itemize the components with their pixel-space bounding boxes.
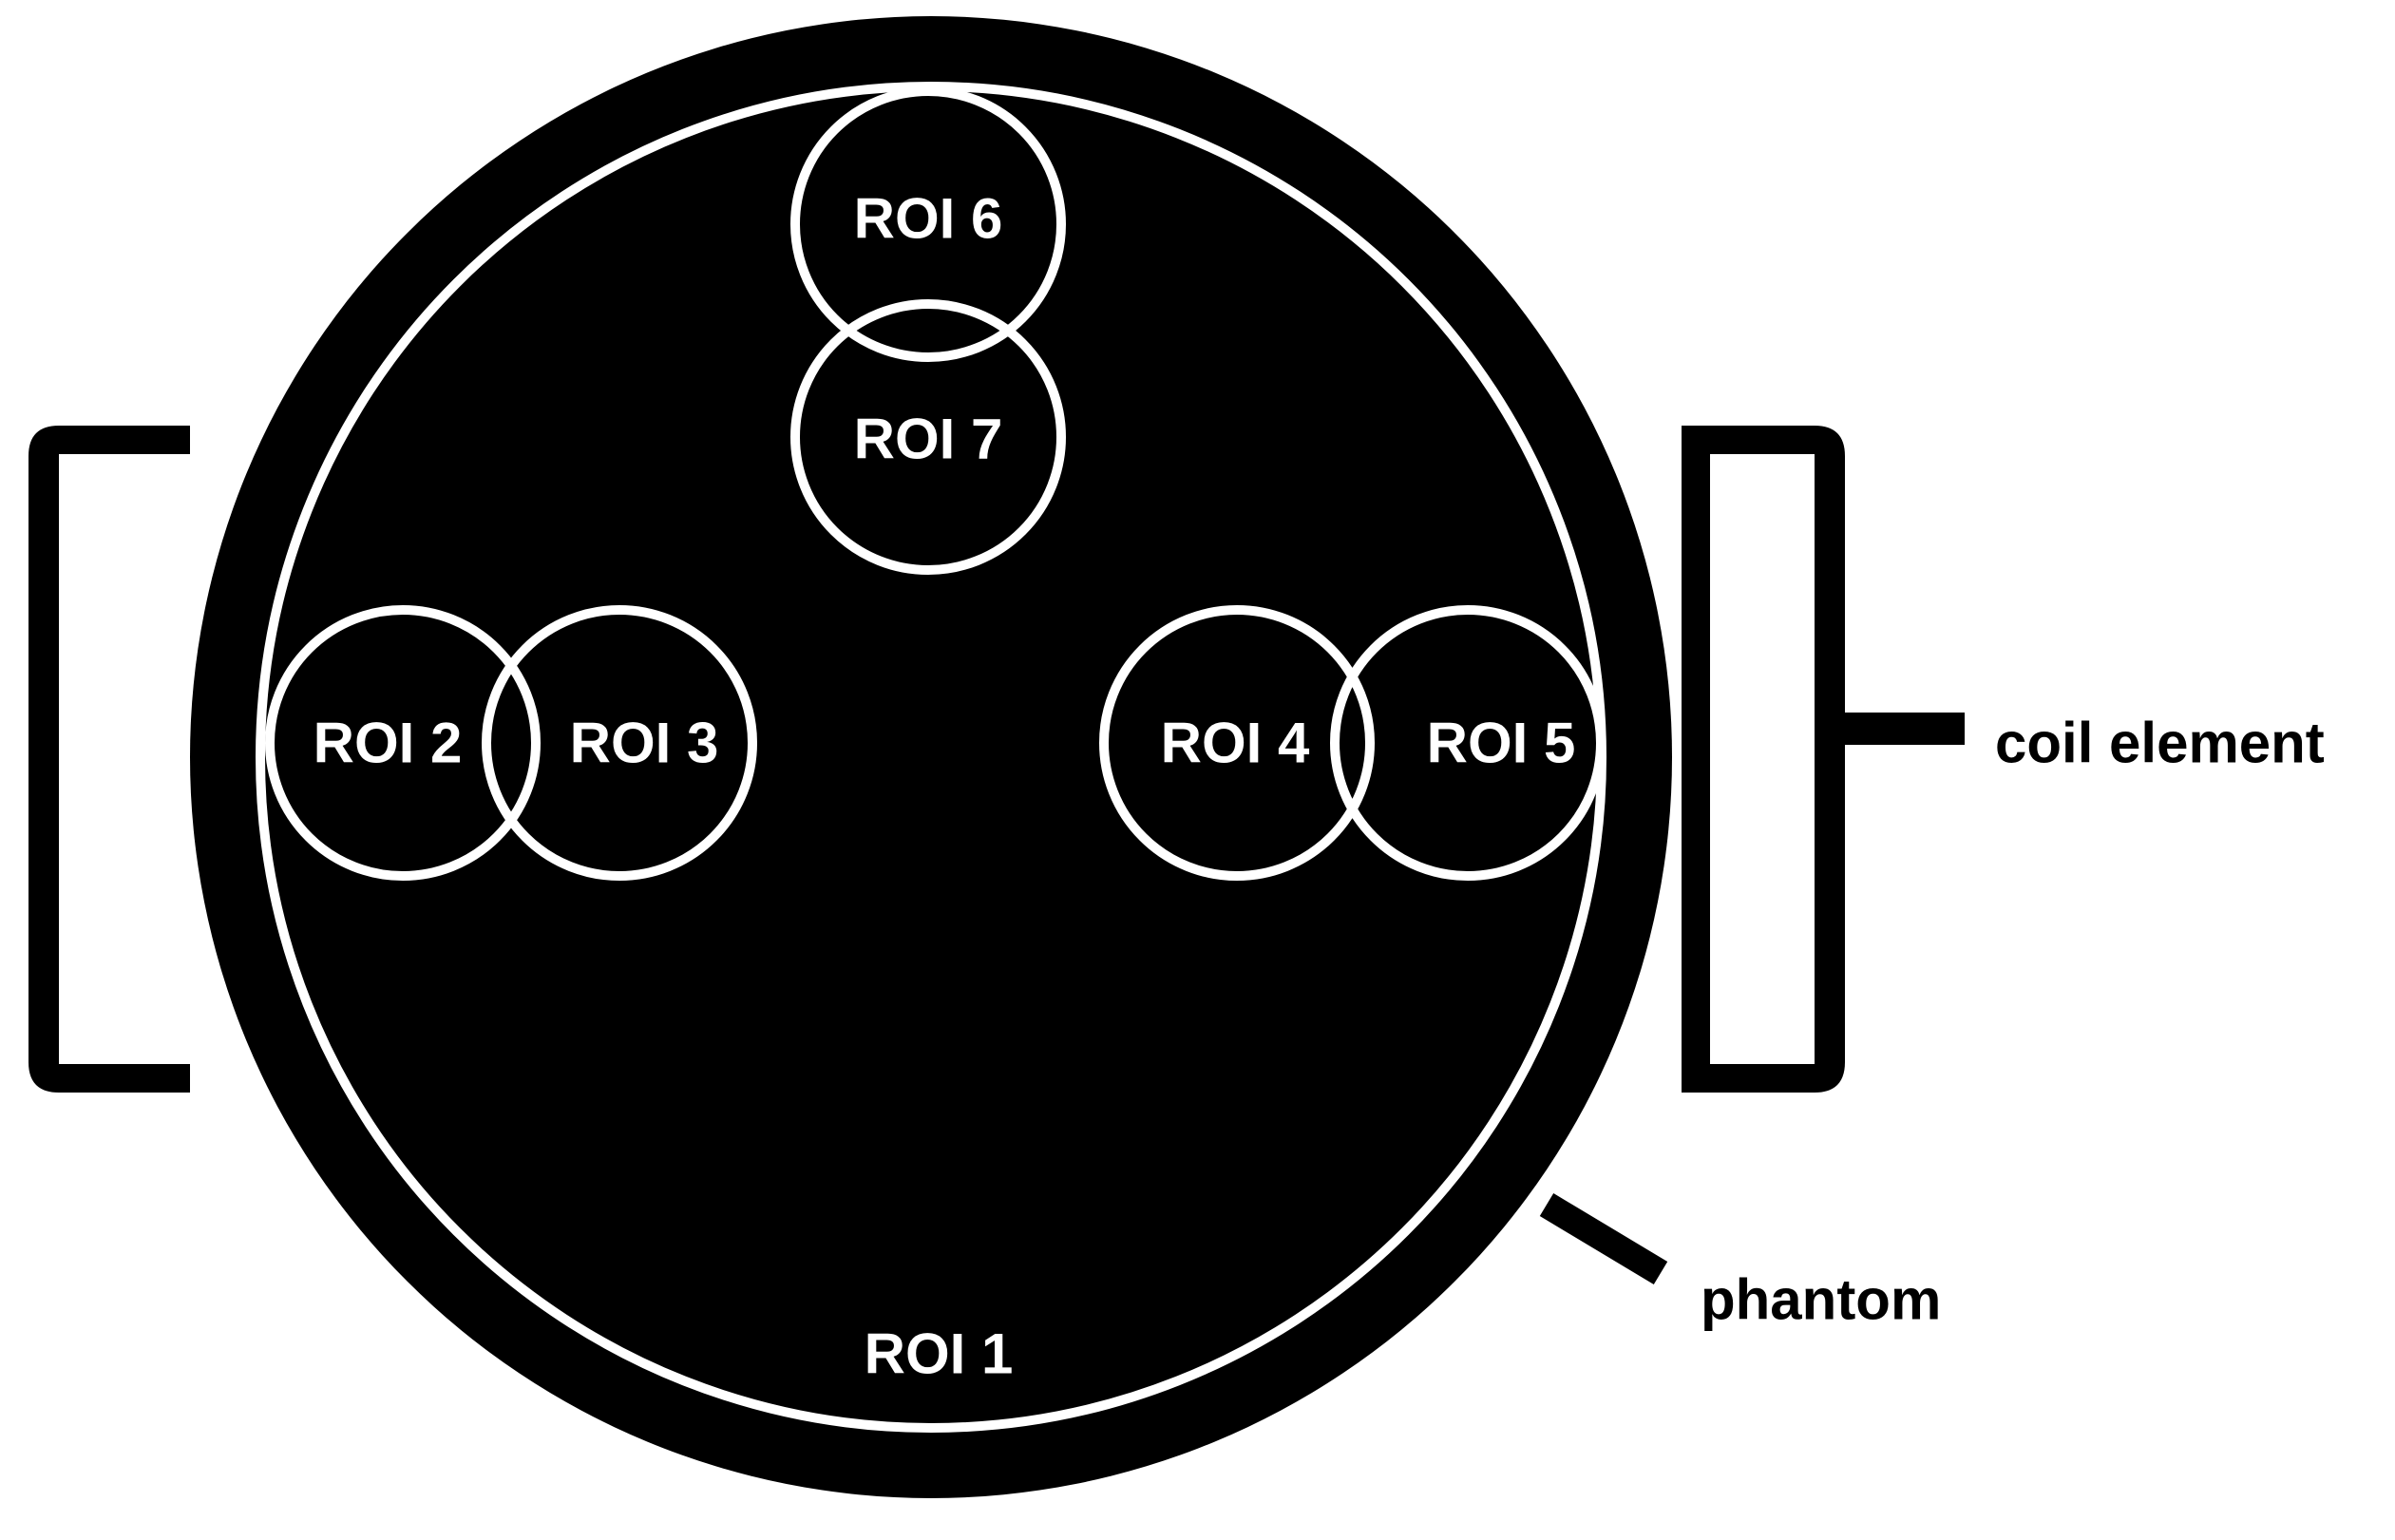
roi-3-label: ROI 3 <box>570 712 719 775</box>
roi-4-outline <box>1099 605 1375 881</box>
phantom-body <box>190 16 1672 1498</box>
roi-7-label: ROI 7 <box>854 408 1003 471</box>
roi-1-label: ROI 1 <box>865 1322 1014 1386</box>
coil-element-left-shape <box>29 426 190 1093</box>
coil-callout-line <box>1845 713 1965 745</box>
coil-element-right-shape <box>1682 426 1845 1093</box>
roi-5-outline <box>1330 605 1606 881</box>
roi-4-label: ROI 4 <box>1161 712 1310 775</box>
coil-element-right-wall <box>1682 426 1710 1093</box>
roi-6-outline <box>790 86 1066 362</box>
roi-2-label: ROI 2 <box>314 712 463 775</box>
roi-5-label: ROI 5 <box>1427 712 1576 775</box>
coil-element-label: coil element <box>1995 712 2325 775</box>
coil-element-left <box>29 426 190 1093</box>
coil-element-right <box>1682 426 1845 1093</box>
roi-6-label: ROI 6 <box>854 187 1003 251</box>
roi-3-outline <box>482 605 757 881</box>
coil-element-left-inner <box>59 454 190 1064</box>
phantom-callout-line <box>1539 1192 1668 1285</box>
phantom-label: phantom <box>1701 1268 1941 1332</box>
roi-2-outline <box>265 605 541 881</box>
roi-7-outline <box>790 299 1066 575</box>
coil-element-right-inner <box>1710 454 1815 1064</box>
